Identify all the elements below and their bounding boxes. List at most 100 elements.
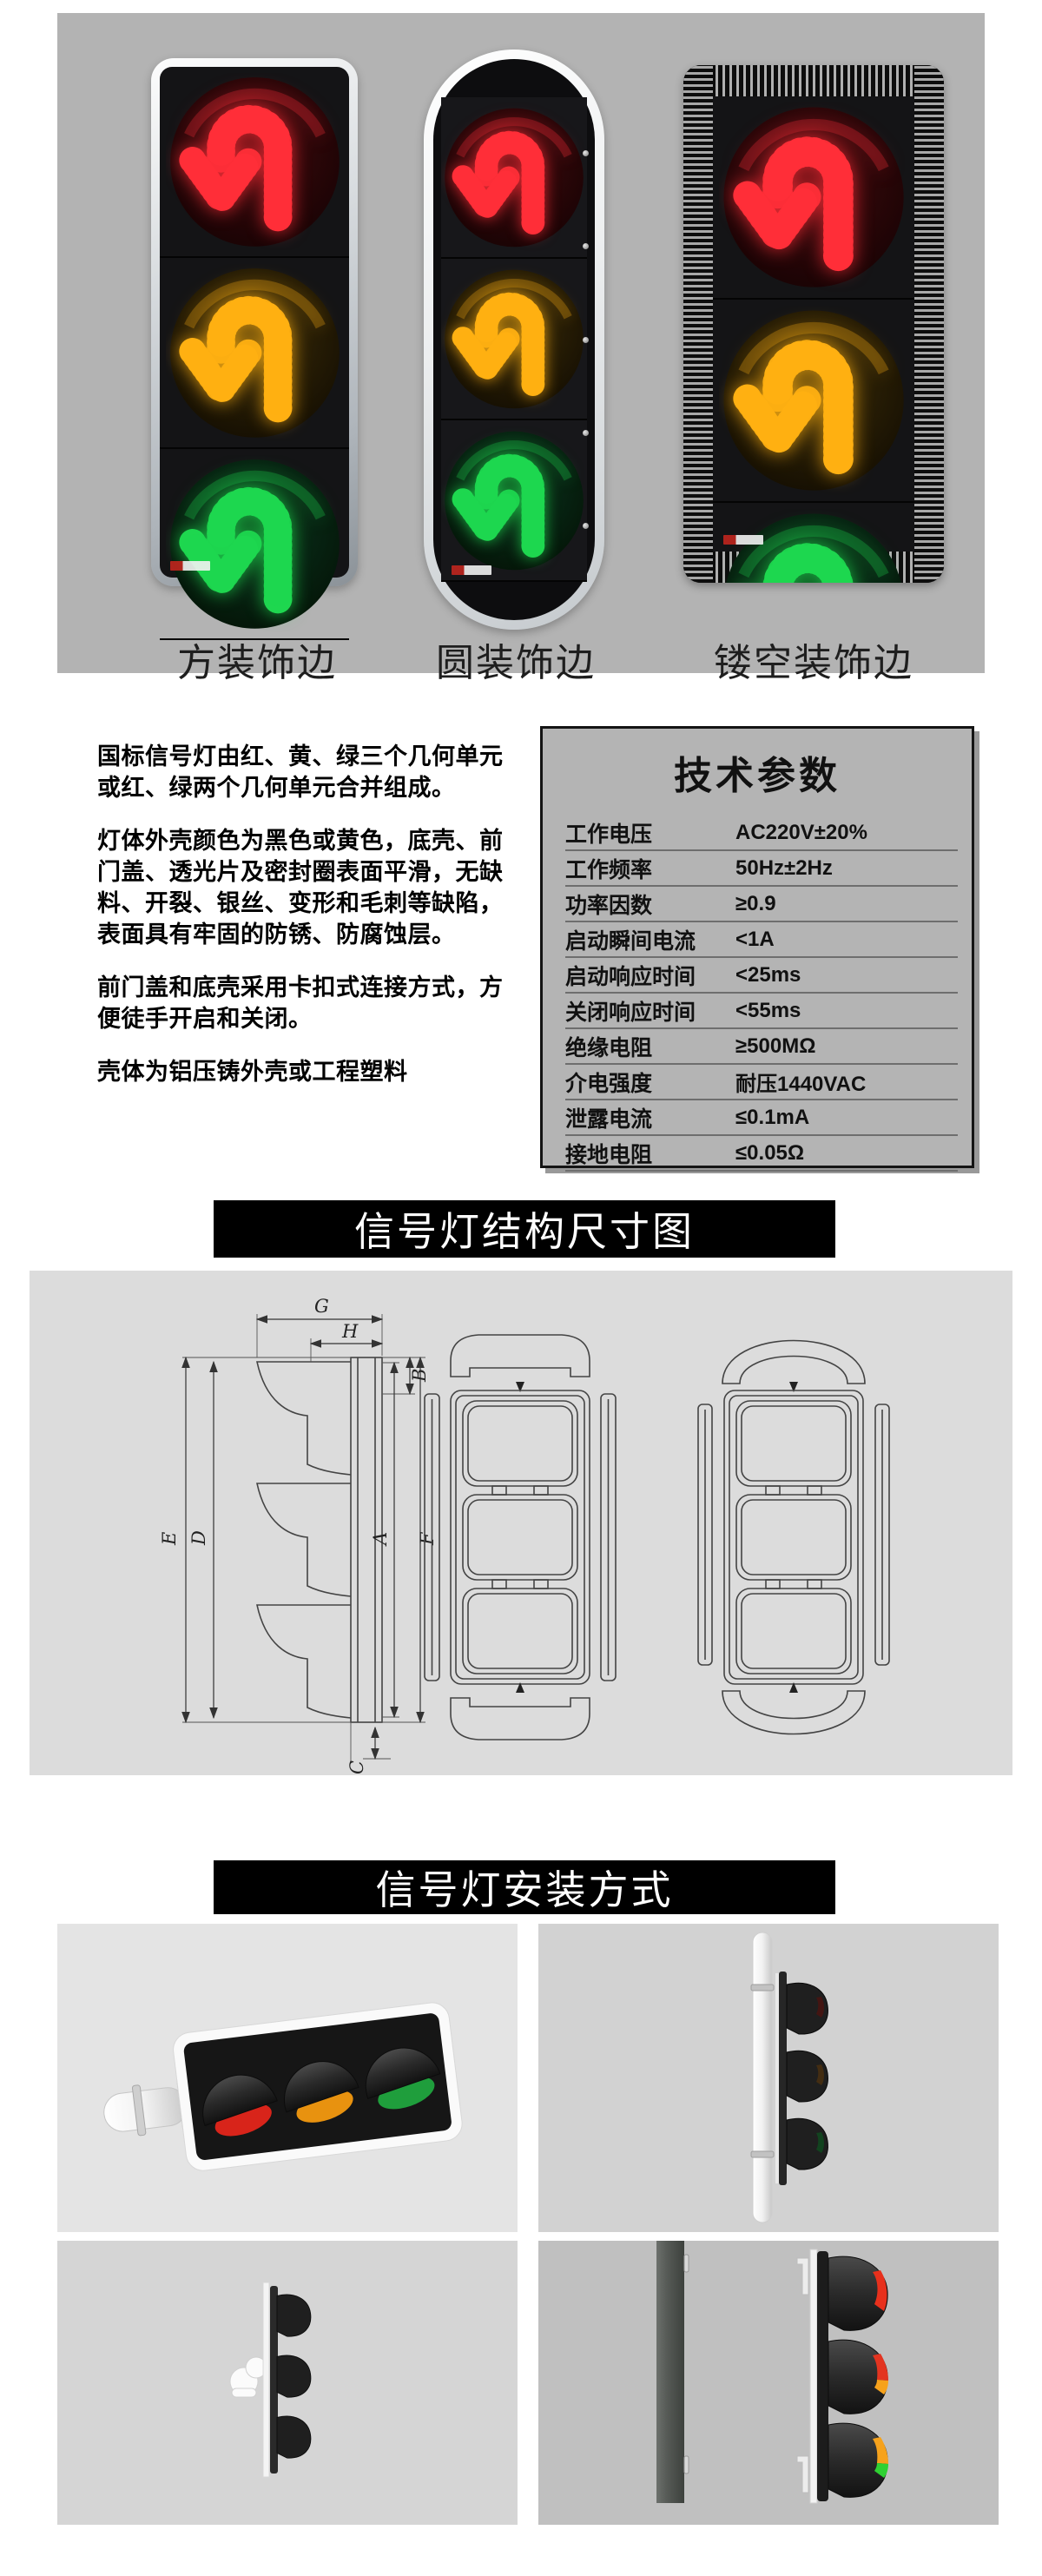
green-uturn-lens-icon	[445, 431, 584, 570]
signal-face	[441, 97, 587, 582]
install-horizontal-mount	[57, 1924, 518, 2232]
dim-label-D: D	[188, 1530, 209, 1546]
product-round-trim	[424, 50, 604, 630]
green-signal-unit	[160, 449, 349, 640]
yellow-uturn-lens-icon	[723, 310, 904, 491]
red-signal-unit	[441, 97, 587, 259]
technical-specs-table: 技术参数 工作电压 AC220V±20% 工作频率 50Hz±2Hz 功率因数 …	[540, 726, 974, 1172]
front-view-dome-caps	[697, 1339, 890, 1735]
specs-rows: 工作电压 AC220V±20% 工作频率 50Hz±2Hz 功率因数 ≥0.9 …	[565, 816, 958, 1172]
yellow-uturn-lens-icon	[169, 268, 340, 438]
green-hood	[365, 2047, 441, 2110]
column-hook-mount-illustration	[656, 2241, 888, 2504]
brand-sticker	[723, 535, 763, 545]
spec-row: 绝缘电阻 ≥500MΩ	[565, 1029, 958, 1065]
red-uturn-lens-icon	[723, 107, 904, 287]
spec-label: 启动瞬间电流	[565, 928, 696, 954]
round-trim-frame	[424, 50, 604, 630]
signal-face	[160, 67, 349, 640]
product-description: 国标信号灯由红、黄、绿三个几何单元或红、绿两个几何单元合并组成。 灯体外壳颜色为…	[97, 741, 507, 1109]
spec-label: 启动响应时间	[565, 964, 696, 989]
hood-red	[828, 2256, 888, 2331]
green-uturn-lens-icon	[169, 459, 340, 629]
spec-row: 启动瞬间电流 <1A	[565, 922, 958, 958]
spec-row: 功率因数 ≥0.9	[565, 887, 958, 922]
grille-top	[683, 65, 944, 96]
yellow-hood	[283, 2061, 359, 2123]
screw-column	[583, 150, 589, 529]
description-paragraph: 前门盖和底壳采用卡扣式连接方式，方便徒手开启和关闭。	[97, 974, 504, 1032]
dim-label-H: H	[341, 1321, 359, 1342]
spec-row: 工作电压 AC220V±20%	[565, 816, 958, 851]
pole-side-mount-illustration	[750, 1932, 828, 2223]
green-signal-unit	[441, 420, 587, 582]
dim-label-G: G	[314, 1296, 329, 1317]
horizontal-mount-illustration	[103, 2002, 463, 2171]
dim-label-A: A	[370, 1532, 391, 1547]
product-hollow-trim	[683, 65, 944, 583]
grille-left	[683, 65, 713, 583]
yellow-signal-unit	[713, 300, 914, 503]
spec-label: 关闭响应时间	[565, 1000, 696, 1025]
dim-label-B: B	[409, 1369, 430, 1383]
spec-row: 介电强度 耐压1440VAC	[565, 1065, 958, 1100]
product-square-trim	[151, 58, 358, 640]
green-uturn-lens-icon	[726, 513, 901, 583]
spec-label: 工作频率	[565, 857, 653, 882]
spec-value: 耐压1440VAC	[735, 1073, 867, 1096]
spec-label: 接地电阻	[565, 1142, 653, 1167]
dimension-diagram: G H B E D A F C	[159, 1296, 890, 1774]
spec-label: 绝缘电阻	[565, 1035, 653, 1060]
install-bracket-mount	[57, 2241, 518, 2525]
hood-red-orange	[828, 2339, 888, 2414]
red-uturn-lens-icon	[445, 108, 584, 247]
spec-label: 工作电压	[565, 822, 653, 847]
red-hood	[202, 2074, 278, 2137]
bracket-mount-illustration	[229, 2282, 312, 2478]
spec-row: 工作频率 50Hz±2Hz	[565, 851, 958, 887]
side-view-drawing: G H B E D A F C	[159, 1296, 438, 1774]
dim-label-E: E	[159, 1532, 180, 1546]
round-trim-body	[433, 59, 595, 620]
signal-face	[713, 96, 914, 583]
structure-section-banner: 信号灯结构尺寸图	[214, 1200, 835, 1258]
spec-value: <55ms	[735, 998, 801, 1022]
spec-row: 关闭响应时间 <55ms	[565, 994, 958, 1029]
spec-value: AC220V±20%	[735, 820, 867, 844]
red-signal-unit	[713, 96, 914, 300]
spec-row: 启动响应时间 <25ms	[565, 958, 958, 994]
yellow-uturn-lens-icon	[445, 269, 584, 408]
brand-sticker	[170, 561, 210, 571]
label-hollow-trim: 镂空装饰边	[714, 642, 913, 684]
spec-label: 功率因数	[565, 893, 653, 918]
square-trim-frame	[151, 58, 358, 640]
spec-value: 50Hz±2Hz	[735, 855, 833, 880]
product-hero-section: 方装饰边 圆装饰边 镂空装饰边	[57, 13, 985, 684]
description-paragraph: 灯体外壳颜色为黑色或黄色，底壳、前门盖、透光片及密封圈表面平滑，无缺料、开裂、银…	[97, 828, 504, 948]
install-column-hook-mount	[538, 2241, 999, 2525]
label-round-trim: 圆装饰边	[436, 642, 596, 684]
red-uturn-lens-icon	[169, 76, 340, 247]
dim-label-F: F	[417, 1531, 438, 1546]
specs-title: 技术参数	[674, 755, 841, 797]
yellow-signal-unit	[160, 258, 349, 449]
front-view-flat-caps	[424, 1334, 617, 1740]
yellow-signal-unit	[441, 259, 587, 420]
spec-value: ≥500MΩ	[735, 1034, 816, 1058]
spec-row: 泄露电流 ≤0.1mA	[565, 1100, 958, 1136]
hood-orange-green	[828, 2422, 888, 2498]
spec-value: ≥0.9	[735, 891, 776, 915]
product-label-row: 方装饰边 圆装饰边 镂空装饰边	[57, 631, 985, 684]
install-pole-side-mount	[538, 1924, 999, 2232]
install-section-banner: 信号灯安装方式	[214, 1860, 835, 1914]
description-paragraph: 壳体为铝压铸外壳或工程塑料	[97, 1059, 408, 1085]
spec-label: 介电强度	[565, 1071, 653, 1096]
spec-label: 泄露电流	[565, 1106, 653, 1132]
description-paragraph: 国标信号灯由红、黄、绿三个几何单元或红、绿两个几何单元合并组成。	[97, 743, 504, 801]
grille-right	[914, 65, 944, 583]
spec-value: <1A	[735, 927, 775, 951]
label-square-trim: 方装饰边	[177, 642, 337, 684]
spec-value: ≤0.1mA	[735, 1105, 810, 1129]
brand-sticker	[452, 565, 491, 575]
